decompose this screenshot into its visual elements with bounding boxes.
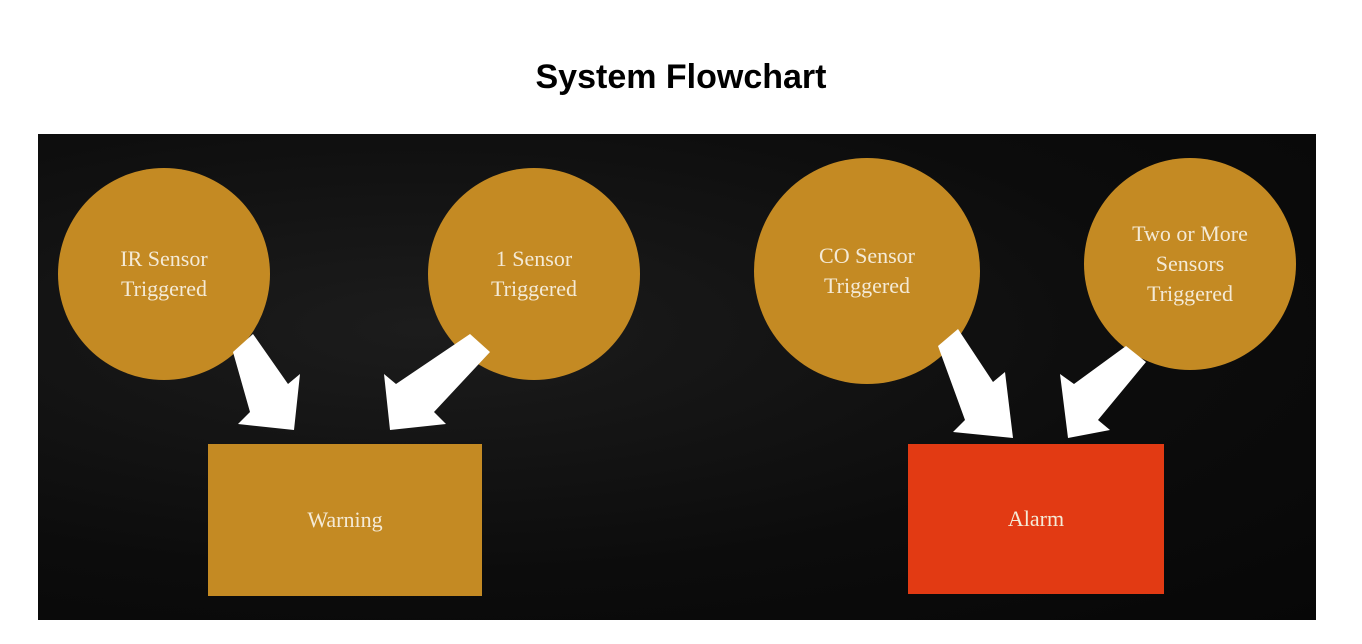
page-title: System Flowchart bbox=[535, 58, 827, 96]
warning-label: Warning bbox=[307, 507, 383, 532]
arrow-two-to-alarm bbox=[1060, 346, 1146, 438]
ir-sensor-node: IR Sensor Triggered bbox=[58, 168, 270, 380]
arrow-two-to-alarm-shape bbox=[1060, 346, 1146, 438]
alarm-node: Alarm bbox=[908, 444, 1164, 594]
arrow-co-to-alarm-shape bbox=[938, 329, 1013, 438]
arrow-one-to-warning bbox=[384, 334, 490, 430]
ir-sensor-label: IR Sensor Triggered bbox=[120, 246, 208, 301]
two-or-more-sensors-label: Two or More Sensors Triggered bbox=[1132, 221, 1248, 306]
flowchart-canvas: IR Sensor Triggered 1 Sensor Triggered C… bbox=[38, 134, 1316, 620]
warning-node: Warning bbox=[208, 444, 482, 596]
two-or-more-sensors-node: Two or More Sensors Triggered bbox=[1084, 158, 1296, 370]
flow-arrows bbox=[233, 329, 1146, 438]
one-sensor-label: 1 Sensor Triggered bbox=[491, 246, 577, 301]
arrow-one-to-warning-shape bbox=[384, 334, 490, 430]
co-sensor-label: CO Sensor Triggered bbox=[819, 243, 915, 298]
alarm-label: Alarm bbox=[1007, 506, 1065, 531]
arrow-ir-to-warning bbox=[233, 334, 300, 430]
arrow-ir-to-warning-shape bbox=[233, 334, 300, 430]
arrow-co-to-alarm bbox=[938, 329, 1013, 438]
